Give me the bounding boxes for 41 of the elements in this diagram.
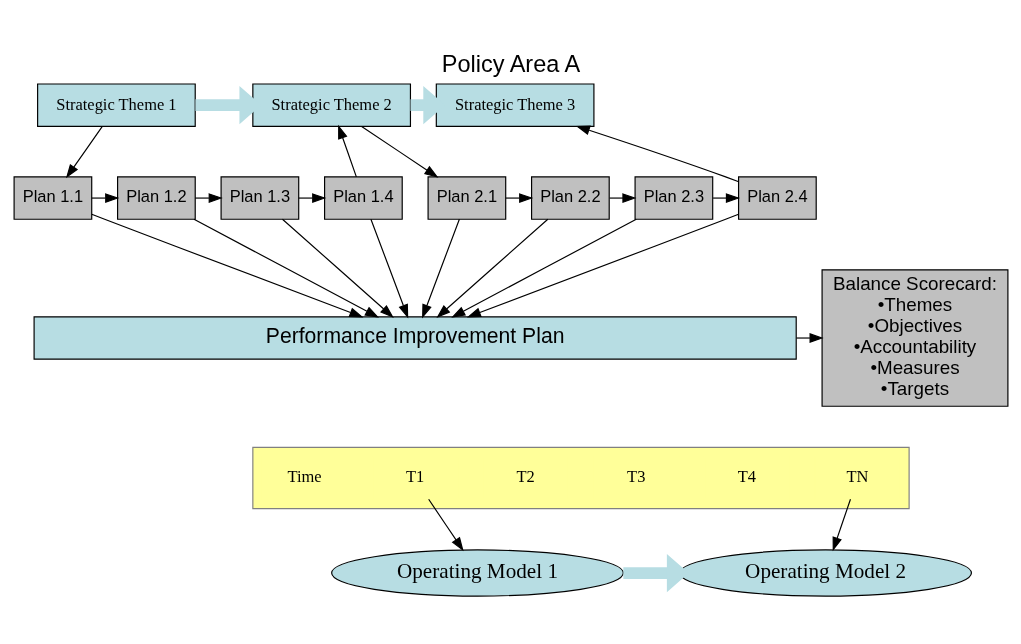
arrow (281, 218, 394, 318)
node-box: Plan 2.2 (530, 175, 610, 220)
node-box: Plan 2.1 (427, 175, 506, 220)
node-box: Plan 2.3 (634, 175, 713, 220)
node-box: Balance Scorecard: •Themes •Objectives •Accountability •Measures •Targets (821, 268, 1008, 407)
arrow (435, 218, 548, 318)
node-box: Plan 1.1 (13, 175, 92, 220)
arrow (421, 218, 460, 318)
node-box: Strategic Theme 1 (36, 82, 196, 127)
node-box: Strategic Theme 3 (435, 82, 594, 127)
arrow (90, 213, 363, 317)
arrow (504, 192, 533, 203)
arrow (369, 218, 408, 318)
node-box: Plan 1.4 (323, 175, 403, 220)
node-box: Plan 2.4 (737, 175, 817, 220)
arrow (712, 192, 740, 203)
diagram-title: Policy Area A (441, 50, 580, 77)
arrow (608, 192, 636, 203)
arrow (65, 125, 103, 178)
arrow (795, 332, 824, 343)
node-text: T1 (405, 466, 424, 486)
node-box: Plan 1.3 (220, 175, 299, 220)
node-box: Performance Improvement Plan (33, 315, 797, 360)
arrow (192, 218, 379, 318)
node-text: Time (287, 466, 322, 486)
arrow (337, 124, 357, 177)
node-text: T2 (516, 466, 535, 486)
node-text: T4 (737, 466, 756, 486)
arrow (575, 125, 739, 182)
arrow (194, 192, 223, 203)
arrow (90, 192, 119, 203)
arrow (450, 218, 637, 318)
node-box: Plan 1.2 (116, 175, 196, 220)
arrow (297, 192, 326, 203)
node-box: Strategic Theme 2 (251, 82, 411, 127)
node-ellipse: Operating Model 1 (330, 548, 624, 597)
arrow (466, 213, 739, 317)
cluster (251, 446, 910, 509)
node-text: T3 (626, 466, 645, 486)
arrow (360, 125, 438, 178)
node-text: TN (845, 466, 868, 486)
